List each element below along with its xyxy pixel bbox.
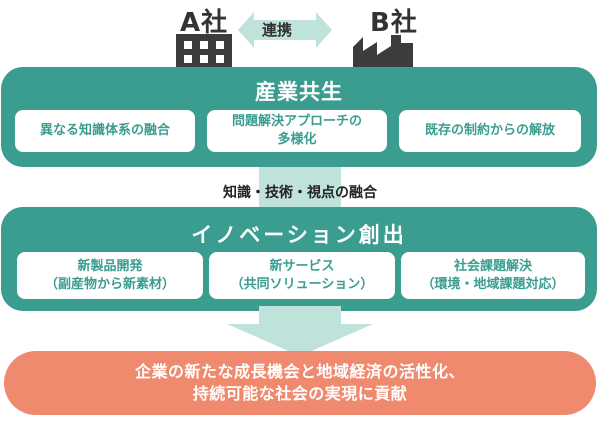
- innovation-panel: イノベーション創出 新製品開発 （副産物から新素材） 新サービス （共同ソリュー…: [1, 207, 597, 311]
- symbiosis-item-knowledge: 異なる知識体系の融合: [15, 110, 195, 152]
- symbiosis-item-constraints: 既存の制約からの解放: [399, 110, 581, 152]
- symbiosis-item-text-2: 多様化: [277, 132, 317, 147]
- innovation-item-text-2: （環境・地域課題対応）: [421, 276, 565, 292]
- innovation-item-text-2: （共同ソリューション）: [230, 276, 374, 292]
- company-a-label: A社: [180, 8, 229, 38]
- innovation-title: イノベーション創出: [191, 223, 407, 247]
- symbiosis-item-text: 既存の制約からの解放: [424, 123, 555, 139]
- down-arrow-icon: [227, 306, 373, 356]
- result-line-2: 持続可能な社会の実現に貢献: [192, 384, 408, 403]
- symbiosis-item-approach: 問題解決アプローチの 多様化: [207, 110, 387, 152]
- result-line-1: 企業の新たな成長機会と地域経済の活性化、: [134, 361, 465, 381]
- innovation-item-text-2: （副産物から新素材）: [44, 276, 175, 292]
- innovation-item-social: 社会課題解決 （環境・地域課題対応）: [401, 252, 585, 299]
- collaboration-arrow-icon: [238, 12, 332, 48]
- symbiosis-title: 産業共生: [255, 80, 343, 104]
- symbiosis-item-text: 問題解決アプローチの: [231, 114, 362, 130]
- innovation-item-products: 新製品開発 （副産物から新素材）: [17, 252, 203, 299]
- innovation-item-text: 社会課題解決: [453, 258, 532, 274]
- innovation-item-text: 新製品開発: [77, 258, 143, 274]
- symbiosis-item-text: 異なる知識体系の融合: [39, 123, 170, 139]
- innovation-item-services: 新サービス （共同ソリューション）: [209, 252, 395, 299]
- symbiosis-panel: 産業共生 異なる知識体系の融合 問題解決アプローチの 多様化 既存の制約からの解…: [1, 67, 597, 167]
- company-b-label: B社: [370, 8, 418, 38]
- fusion-label: 知識・技術・視点の融合: [223, 185, 377, 201]
- connector-band: [259, 167, 341, 207]
- result-banner: 企業の新たな成長機会と地域経済の活性化、 持続可能な社会の実現に貢献: [4, 351, 596, 415]
- innovation-item-text: 新サービス: [269, 258, 335, 274]
- collaboration-label: 連携: [262, 21, 293, 39]
